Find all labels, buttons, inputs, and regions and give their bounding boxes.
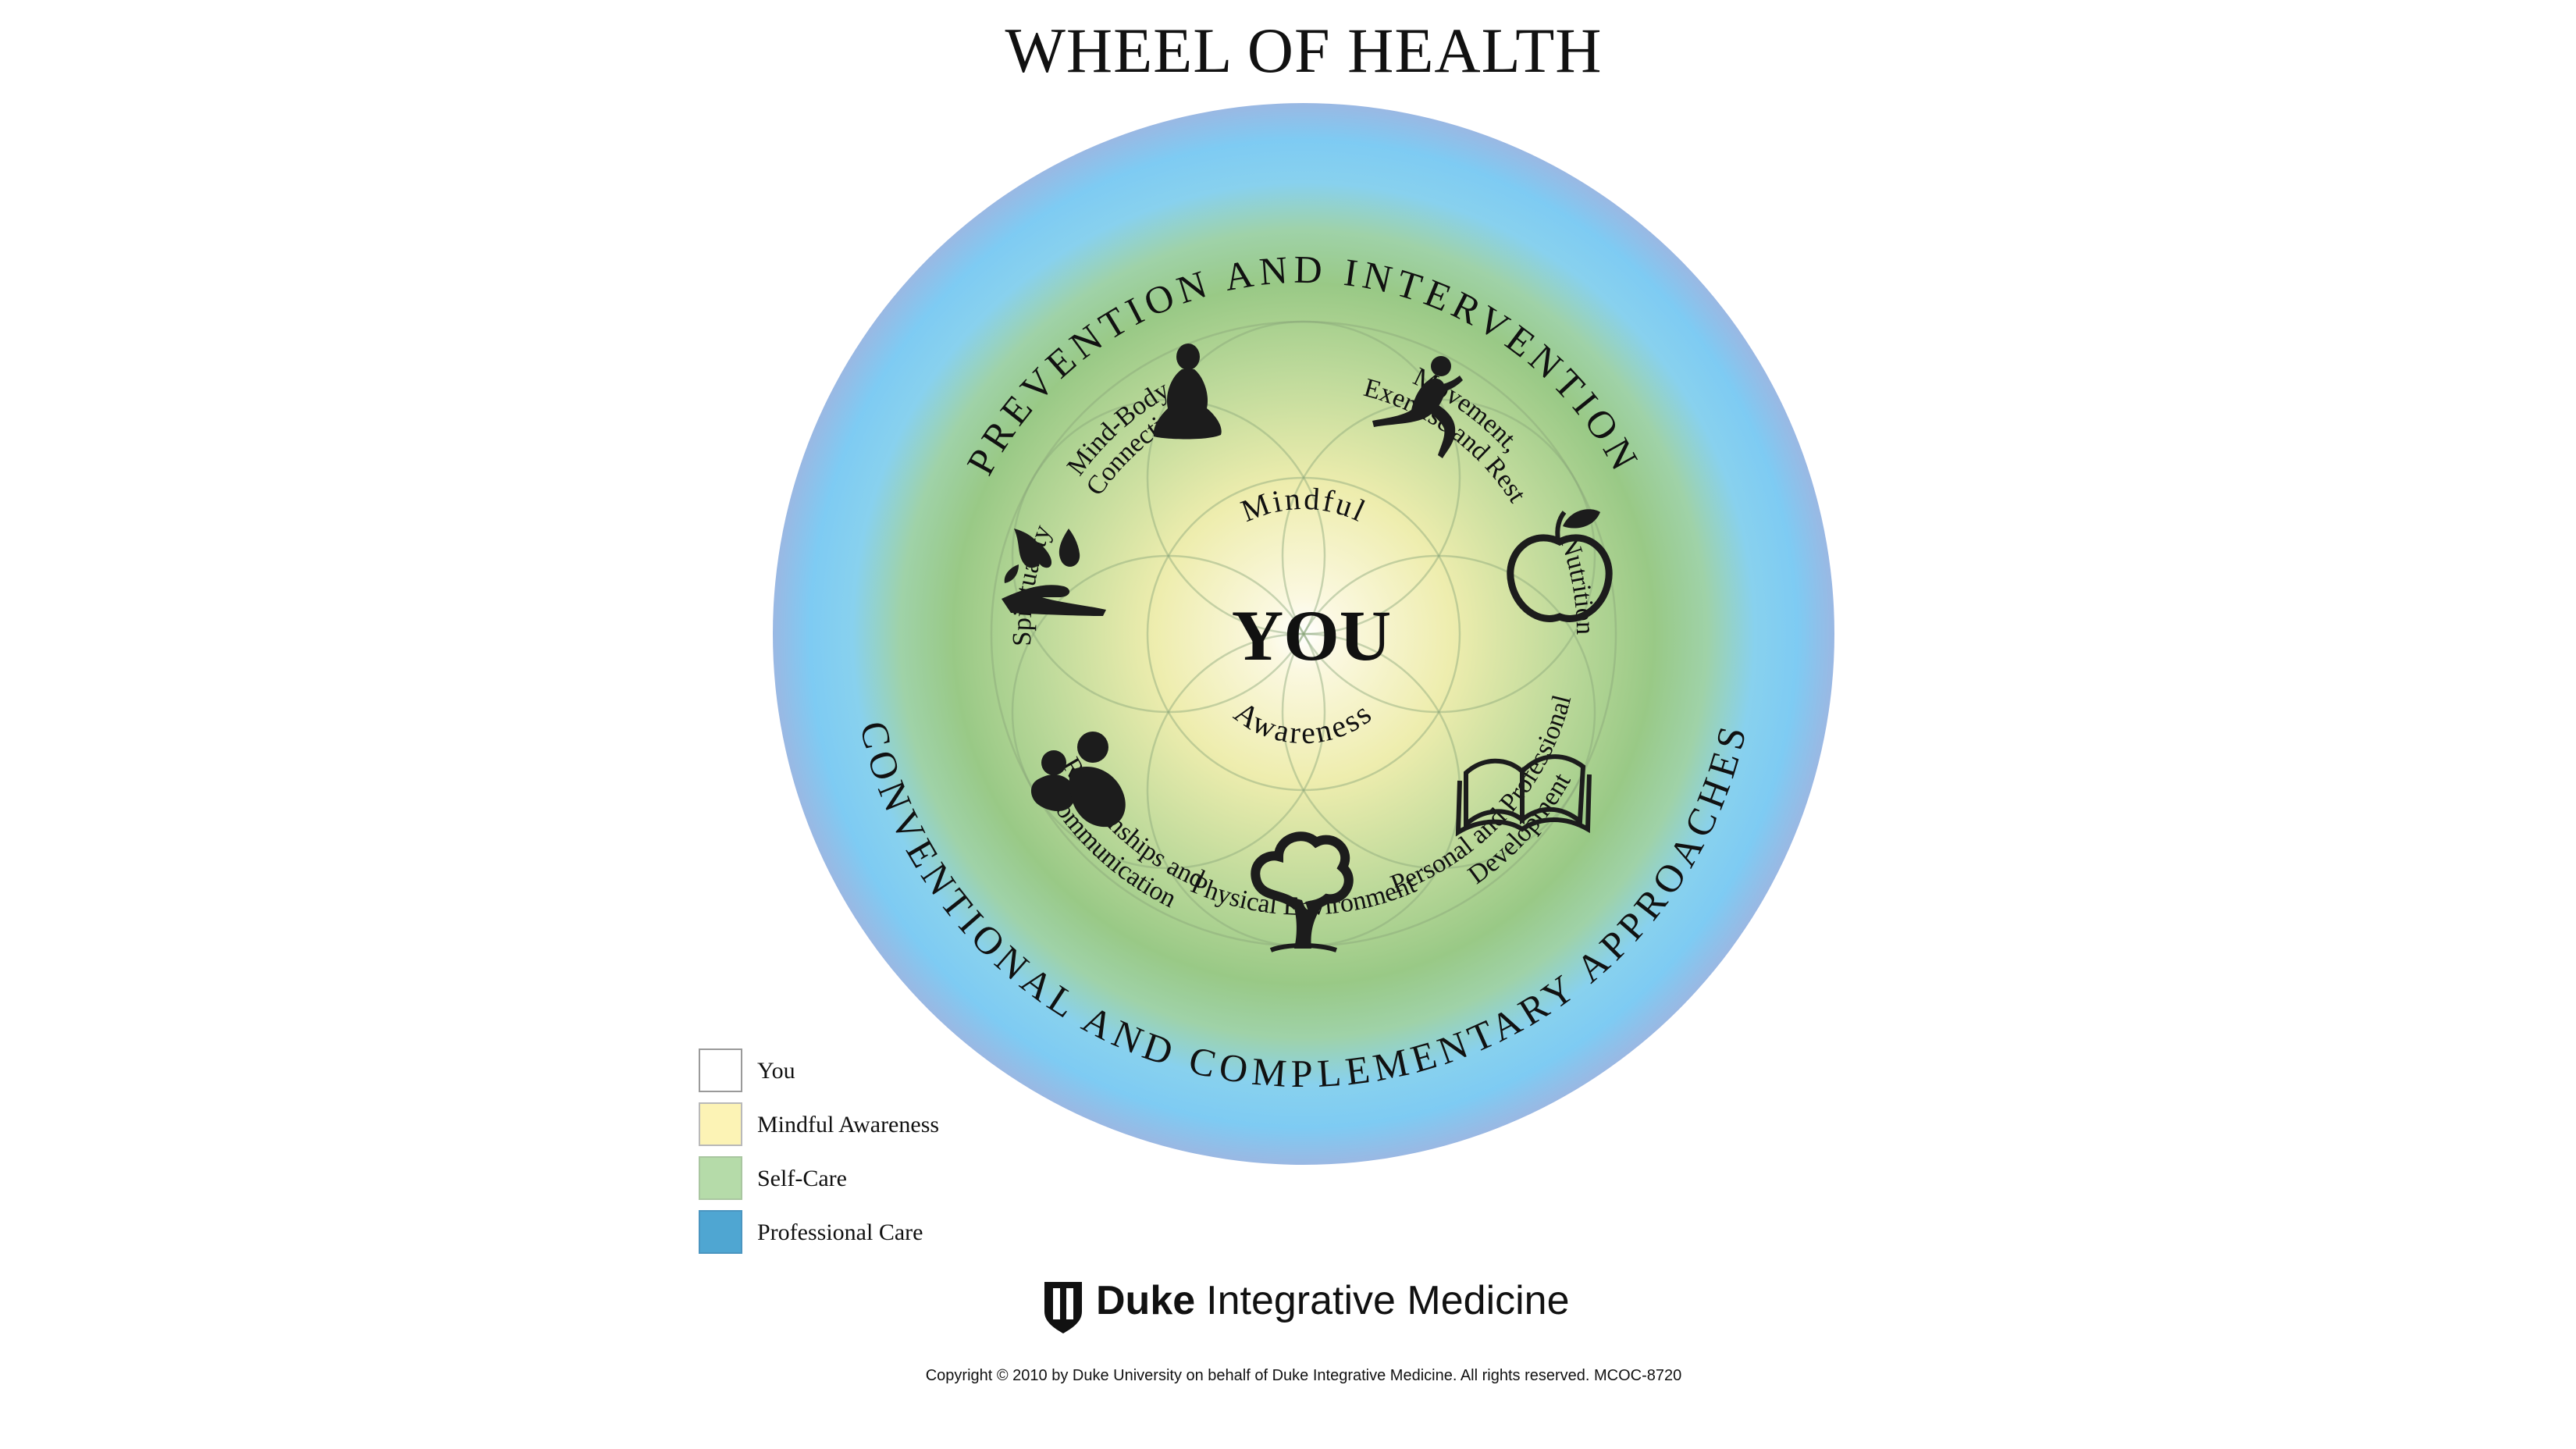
legend-item-self-care: Self-Care (699, 1156, 847, 1200)
legend-swatch-professional (699, 1210, 742, 1254)
apple-icon (1507, 509, 1613, 622)
book-icon (1455, 754, 1592, 837)
wheel-disc (773, 103, 1834, 1165)
tree-icon (1251, 831, 1354, 952)
svg-text:Self-Care: Self-Care (757, 1166, 847, 1191)
legend-swatch-mindful (699, 1102, 742, 1146)
legend-item-you: You (699, 1048, 795, 1092)
page-title: WHEEL OF HEALTH (1005, 15, 1602, 86)
legend: You Mindful Awareness Self-Care Professi… (699, 1048, 939, 1254)
legend-swatch-you (699, 1048, 742, 1092)
svg-text:You: You (757, 1058, 795, 1084)
meditation-icon (1153, 344, 1222, 440)
legend-item-mindful-awareness: Mindful Awareness (699, 1102, 939, 1146)
svg-text:Mindful Awareness: Mindful Awareness (757, 1112, 939, 1137)
legend-swatch-self-care (699, 1156, 742, 1200)
spirit-hand-icon (1002, 529, 1106, 616)
svg-text:Professional Care: Professional Care (757, 1219, 923, 1245)
copyright-text: Copyright © 2010 by Duke University on b… (926, 1367, 1682, 1384)
embrace-icon (1030, 732, 1126, 828)
runner-icon (1372, 356, 1463, 458)
center-you: YOU (1232, 596, 1391, 675)
legend-item-professional-care: Professional Care (699, 1210, 923, 1254)
duke-shield-icon (1044, 1282, 1082, 1333)
